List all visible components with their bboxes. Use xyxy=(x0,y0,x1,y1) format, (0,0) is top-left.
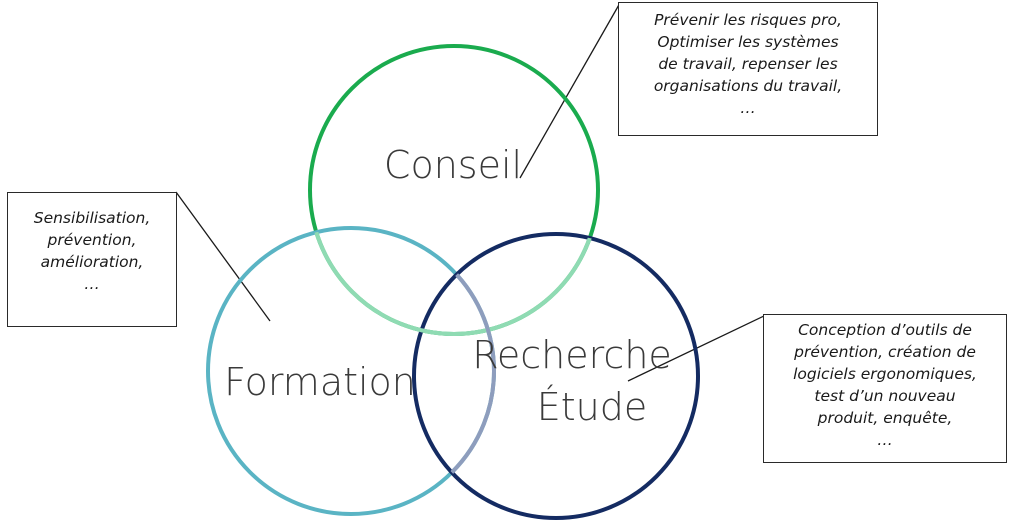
arc-conseil-in-recherche xyxy=(414,234,600,336)
note-line: test d’un nouveau xyxy=(814,387,956,405)
note-line: logiciels ergonomiques, xyxy=(793,365,977,383)
note-line: Sensibilisation, xyxy=(33,209,151,227)
label-etude: Étude xyxy=(537,385,648,429)
note-formation: Sensibilisation, prévention, amélioratio… xyxy=(7,192,177,327)
note-line: … xyxy=(84,275,100,293)
note-line: Conception d’outils de xyxy=(798,321,972,339)
note-line: prévention, création de xyxy=(794,343,976,361)
note-recherche: Conception d’outils de prévention, créat… xyxy=(763,314,1007,463)
label-formation: Formation xyxy=(224,360,416,404)
note-line: produit, enquête, xyxy=(817,409,953,427)
note-line: de travail, repenser les xyxy=(658,55,838,73)
note-line: … xyxy=(877,431,893,449)
connector-conseil xyxy=(519,2,621,179)
note-line: Optimiser les systèmes xyxy=(657,33,839,51)
label-recherche: Recherche xyxy=(472,333,672,377)
note-line: … xyxy=(740,99,756,117)
note-line: prévention, xyxy=(47,231,137,249)
note-conseil: Prévenir les risques pro, Optimiser les … xyxy=(618,2,878,136)
connector-formation xyxy=(175,191,271,322)
arc-formation-in-recherche xyxy=(414,234,496,516)
circle-recherche xyxy=(412,232,700,520)
note-line: amélioration, xyxy=(40,253,144,271)
label-conseil: Conseil xyxy=(384,143,522,187)
note-line: Prévenir les risques pro, xyxy=(654,11,842,29)
note-line: organisations du travail, xyxy=(653,77,843,95)
